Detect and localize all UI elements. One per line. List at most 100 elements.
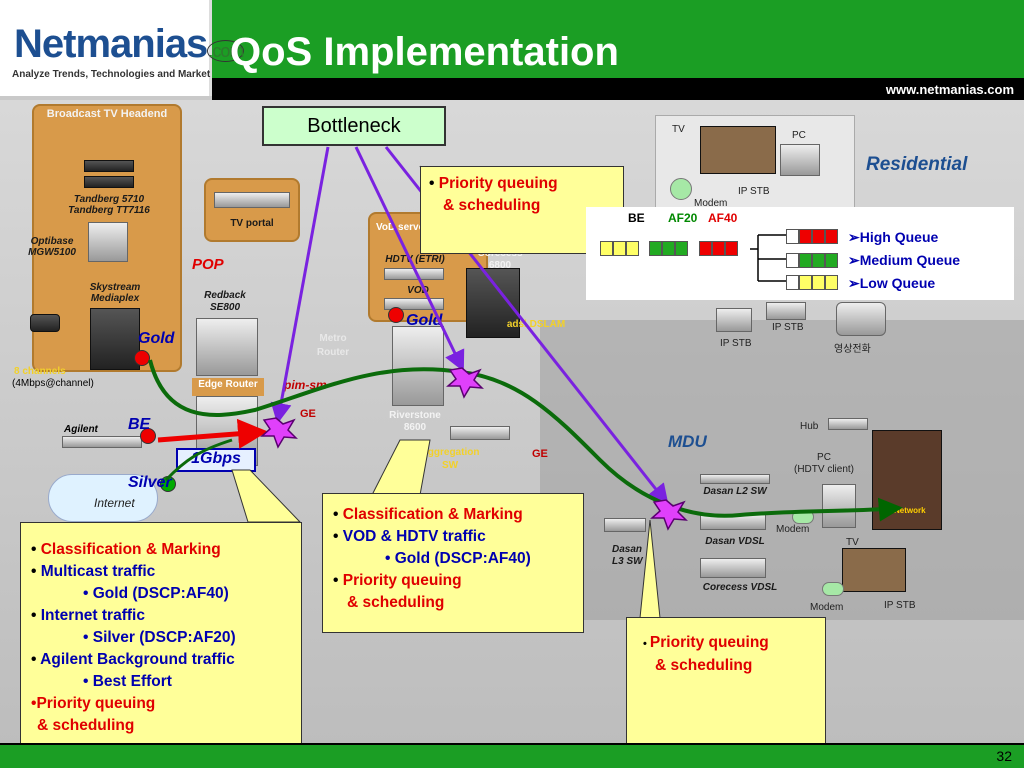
ge-label-1: GE <box>300 408 316 420</box>
silver-traffic-path <box>164 438 233 482</box>
gold-traffic-path <box>148 359 903 522</box>
corecess-dslam-device <box>466 268 520 338</box>
callout-right-pointer <box>639 519 661 619</box>
res-stb-device <box>716 308 752 332</box>
mdu-pc-label: PC (HDTV client) <box>794 452 855 475</box>
internet-label: Internet <box>94 496 135 510</box>
channels-label: 8 channels <box>14 366 66 377</box>
legend-be: BE <box>628 211 645 225</box>
aggregation-label: Aggregation SW <box>420 447 480 471</box>
bottleneck-arrow-1 <box>270 146 330 425</box>
logo: Netmanias.com <box>14 22 244 67</box>
gold-marker-dot-2 <box>388 307 404 323</box>
skystream-label: Skystream Mediaplex <box>89 282 141 304</box>
res-tv-label: TV <box>672 124 685 135</box>
callout-left-line-2: Multicast traffic <box>40 563 156 580</box>
dasan-l2-switch <box>700 474 770 484</box>
vod-server-title: VoD server <box>376 222 429 233</box>
redback-label: Redback SE800 <box>204 290 246 313</box>
be-label: BE <box>128 416 151 433</box>
mdu-tv-icon <box>842 548 906 592</box>
mdu-tv-label: TV <box>846 537 859 548</box>
high-queue-bar <box>786 229 838 249</box>
callout-right-line-1: Priority queuing <box>649 634 769 651</box>
callout-mid-line-5: & scheduling <box>347 594 445 611</box>
footer-bar <box>0 745 1024 768</box>
legend-low-text: Low Queue <box>859 275 936 291</box>
tandberg-device-2 <box>84 176 134 188</box>
header-black-strip <box>212 78 1024 100</box>
internet-cloud-icon <box>48 474 158 522</box>
corecess-vdsl-label: Corecess VDSL <box>702 582 778 593</box>
gold-marker-dot <box>134 350 150 366</box>
dasan-l3-switch <box>604 518 646 532</box>
mdu-hub-device <box>828 418 868 430</box>
tandberg-device <box>84 160 134 172</box>
bottleneck-star-1 <box>260 417 298 449</box>
legend-high: ➢High Queue <box>848 229 939 245</box>
ge-label-2: GE <box>532 448 548 460</box>
callout-mid: • Classification & Marking • VOD & HDTV … <box>322 493 584 633</box>
headend-title: Broadcast TV Headend <box>46 108 168 120</box>
adsl-dslam-label: adsl DSLAM <box>506 319 566 330</box>
corecess-vdsl-device <box>700 558 766 578</box>
speed-badge <box>176 448 256 472</box>
video-phone-icon <box>836 302 886 336</box>
dasan-l2-label: Dasan L2 SW <box>703 486 767 497</box>
callout-left-line-5: • Silver (DSCP:AF20) <box>83 629 236 646</box>
res-stb-device-2 <box>766 302 806 320</box>
hdtv-etri-label: HDTV (ETRI) <box>385 254 445 265</box>
tv-portal-label: TV portal <box>230 218 274 229</box>
optibase-label: Optibase MGW5100 <box>28 236 76 258</box>
tv-portal-server <box>214 192 290 208</box>
legend-medium-text: Medium Queue <box>859 252 961 268</box>
callout-right-line-2: & scheduling <box>655 657 753 674</box>
callout-mid-line-1: Classification & Marking <box>342 506 523 523</box>
riverstone-router <box>392 326 444 406</box>
legend-medium: ➢Medium Queue <box>848 252 961 268</box>
callout-mid-line-2: VOD & HDTV traffic <box>342 528 486 545</box>
callout-mid-line-3: • Gold (DSCP:AF40) <box>385 550 531 567</box>
logo-suffix: .com <box>207 40 244 62</box>
be-traffic-path <box>157 418 268 449</box>
edge-router-label: Edge Router <box>198 379 258 390</box>
bottleneck-label: Bottleneck <box>262 106 446 146</box>
mdu-modem-label-2: Modem <box>810 602 844 613</box>
res-modem-icon <box>670 178 692 200</box>
mdu-ip-stb-label: IP STB <box>884 600 916 611</box>
mdu-modem-icon-2 <box>822 582 844 596</box>
queue-legend: BE AF20 AF40 ➢High Queue ➢Medium Queue ➢… <box>586 207 1014 300</box>
redback-router <box>196 318 258 376</box>
skystream-device <box>90 308 140 370</box>
callout-right: • Priority queuing & scheduling <box>626 617 826 745</box>
riverstone-label: Riverstone 8600 <box>389 410 441 433</box>
legend-high-text: High Queue <box>859 229 939 245</box>
residential-title: Residential <box>866 154 968 175</box>
edge-router-banner <box>192 378 264 396</box>
legend-af20: AF20 <box>668 211 698 225</box>
callout-mid-pointer <box>371 439 431 496</box>
speed-label: 1Gbps <box>191 450 241 467</box>
callout-left-line-9: & scheduling <box>37 717 135 734</box>
legend-af40: AF40 <box>708 211 738 225</box>
mdu-modem-label-1: Modem <box>776 524 810 535</box>
bottleneck-star-2 <box>446 367 484 399</box>
camera-icon <box>30 314 60 332</box>
silver-label: Silver <box>128 474 172 491</box>
medium-queue-bar <box>786 253 838 273</box>
callout-left-line-8: Priority queuing <box>36 695 156 712</box>
mdu-hub-label: Hub <box>800 421 819 432</box>
callout-mid-line-4: Priority queuing <box>342 572 462 589</box>
page-title: QoS Implementation <box>230 30 619 74</box>
mdu-title: MDU <box>668 432 707 451</box>
network-brand-label: Network <box>894 506 926 515</box>
res-tv-icon <box>700 126 776 174</box>
vod-label: VOD <box>407 285 429 296</box>
mdu-background-panel <box>540 320 1024 620</box>
dasan-l3-label: Dasan L3 SW <box>612 544 643 567</box>
tandberg-label: Tandberg 5710 Tandberg TT7116 <box>68 194 150 216</box>
callout-left-line-4: Internet traffic <box>40 607 145 624</box>
res-pc-icon <box>780 144 820 176</box>
incoming-queue <box>600 241 760 261</box>
res-ip-stb-label-3: IP STB <box>772 322 804 333</box>
